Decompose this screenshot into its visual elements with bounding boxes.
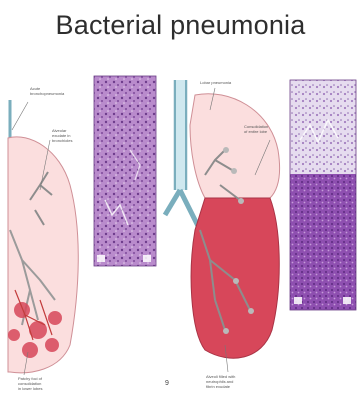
right-upper-lobe <box>190 94 280 198</box>
left-label-bottom: Patchy foci of consolidation in lower lo… <box>18 376 88 391</box>
right-histology-lower-field <box>290 174 356 310</box>
right-label-top: Lobar pneumonia <box>200 80 260 85</box>
left-label-top: Acute bronchopneumonia <box>30 86 90 96</box>
left-histology-image <box>94 76 156 266</box>
right-label-bottom: Alveoli filled with neutrophils and fibr… <box>206 374 286 389</box>
right-main-bronchus <box>165 190 200 230</box>
right-histology-image <box>290 80 356 310</box>
right-lower-lobe-consolidated <box>191 198 279 358</box>
left-histology-field <box>94 76 156 266</box>
page-number: 9 <box>165 380 169 387</box>
right-histology-upper-field <box>290 80 356 174</box>
left-label-middle: Alveolar exudate in bronchioles <box>52 128 94 143</box>
right-label-middle: Consolidation of entire lobe <box>244 124 290 134</box>
